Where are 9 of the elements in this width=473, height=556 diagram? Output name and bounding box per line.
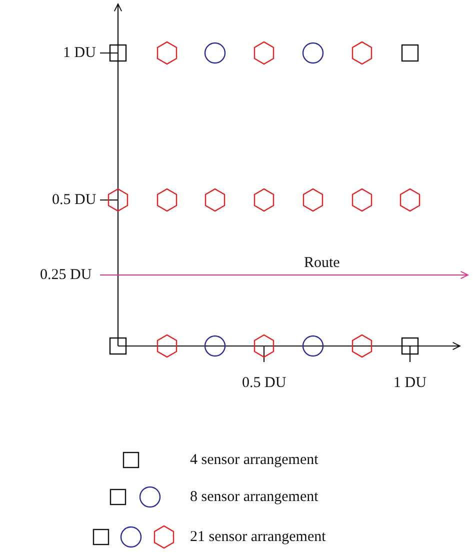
legend-label: 4 sensor arrangement <box>190 451 318 469</box>
axis-label: 0.5 DU <box>242 374 286 392</box>
axis-label: 1 DU <box>63 44 96 62</box>
route-label: Route <box>304 254 340 272</box>
legend-label: 8 sensor arrangement <box>190 488 318 506</box>
legend-label: 21 sensor arrangement <box>190 528 326 546</box>
axis-label: 0.25 DU <box>40 266 92 284</box>
axis-label: 0.5 DU <box>52 191 96 209</box>
axis-label: 1 DU <box>394 374 426 392</box>
